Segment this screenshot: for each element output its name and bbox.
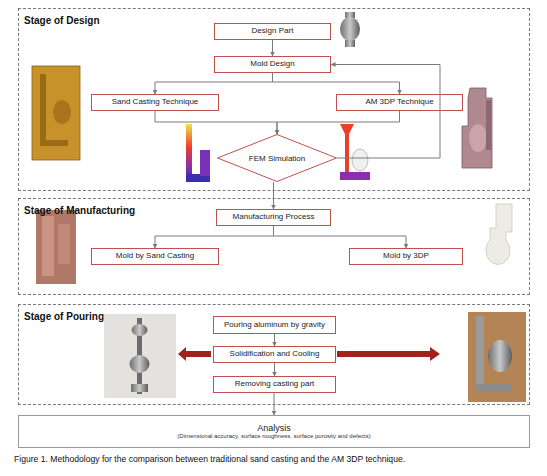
sand-mold-photo	[36, 210, 76, 284]
analysis-title: Analysis	[257, 423, 291, 434]
flow-arrow	[331, 65, 440, 159]
3dp-shell	[462, 88, 492, 168]
design-part-image	[340, 12, 360, 47]
3dp-mold-photo	[486, 204, 512, 264]
sim-runner	[340, 172, 370, 180]
box-label: Pouring aluminum by gravity	[224, 321, 325, 330]
stage-title: Stage of Pouring	[24, 311, 104, 322]
process-box: Manufacturing Process	[216, 209, 331, 226]
mold-section-photo	[468, 312, 526, 402]
3dp-shape	[486, 204, 512, 264]
flow-arrow	[273, 73, 400, 94]
process-box: Sand Casting Technique	[91, 94, 219, 111]
flow-arrow	[272, 40, 273, 56]
red-arrow	[337, 347, 440, 361]
analysis-detail: (Dimensional accuracy, surface roughness…	[177, 433, 370, 440]
photo-bg	[468, 312, 526, 402]
flow-arrow	[155, 73, 273, 94]
photo-cavity	[42, 216, 54, 276]
box-label: Mold by Sand Casting	[116, 252, 194, 261]
process-box: Mold by Sand Casting	[91, 248, 219, 265]
sand-simulation-image	[186, 124, 210, 182]
stage-title: Stage of Manufacturing	[24, 205, 135, 216]
casting-knob	[132, 324, 148, 336]
box-label: Mold by 3DP	[383, 252, 429, 261]
mold-block	[32, 66, 80, 160]
process-box: Removing casting part	[213, 376, 336, 393]
flow-arrow	[277, 111, 400, 134]
stage-title: Stage of Design	[24, 15, 100, 26]
flow-arrow	[274, 226, 407, 248]
process-box: Solidification and Cooling	[213, 346, 336, 363]
process-box: Mold Design	[214, 56, 331, 73]
3dp-simulation-image	[340, 124, 370, 180]
mold-cavity	[53, 100, 71, 124]
stage-band: Stage of PouringPouring aluminum by grav…	[18, 304, 530, 405]
mold-runner	[40, 140, 68, 146]
sim-sprue	[186, 124, 192, 182]
analysis-box: Analysis(Dimensional accuracy, surface r…	[18, 415, 530, 448]
process-box: Mold by 3DP	[349, 248, 463, 265]
red-arrow	[178, 347, 211, 361]
flow-arrow	[155, 111, 277, 134]
sand-mold-cad	[32, 66, 80, 160]
box-label: AM 3DP Technique	[365, 98, 433, 107]
photo-bg	[36, 210, 76, 284]
photo-bg	[104, 314, 176, 398]
box-label: Solidification and Cooling	[230, 350, 320, 359]
decision-diamond: FEM Simulation	[217, 134, 337, 182]
process-box: Pouring aluminum by gravity	[213, 316, 336, 334]
box-label: FEM Simulation	[249, 154, 305, 163]
part-base	[345, 40, 355, 47]
sim-part	[352, 149, 368, 171]
casting-sprue	[476, 316, 484, 386]
box-label: Sand Casting Technique	[112, 98, 199, 107]
diamond-outline	[218, 135, 337, 182]
stage-band: Stage of ManufacturingManufacturing Proc…	[18, 198, 530, 295]
flow-arrow	[274, 334, 275, 346]
3dp-cavity	[469, 124, 487, 152]
box-label: Mold Design	[250, 60, 294, 69]
process-box: AM 3DP Technique	[336, 94, 463, 111]
sim-funnel	[340, 124, 354, 174]
box-label: Removing casting part	[235, 380, 315, 389]
process-box: Design Part	[214, 23, 331, 40]
flow-arrow	[155, 226, 274, 248]
flow-arrow	[274, 363, 275, 376]
3dp-sprue	[486, 100, 491, 150]
casting-bulb	[488, 340, 512, 372]
figure-caption: Figure 1. Methodology for the comparison…	[14, 454, 539, 464]
mold-sprue	[40, 74, 46, 144]
casting-photo	[104, 314, 176, 398]
box-label: Manufacturing Process	[233, 213, 315, 222]
stage-band: Stage of DesignDesign PartMold DesignSan…	[18, 8, 530, 191]
flow-arrow	[274, 393, 275, 415]
part-body	[340, 17, 360, 41]
flow-arrow	[273, 182, 274, 209]
sim-part	[200, 150, 210, 176]
photo-cavity	[58, 224, 70, 264]
3dp-mold-cad	[462, 88, 492, 168]
casting-bulb	[130, 355, 150, 373]
box-label: Design Part	[252, 27, 294, 36]
casting-runner	[476, 384, 512, 391]
casting-base	[131, 384, 148, 392]
